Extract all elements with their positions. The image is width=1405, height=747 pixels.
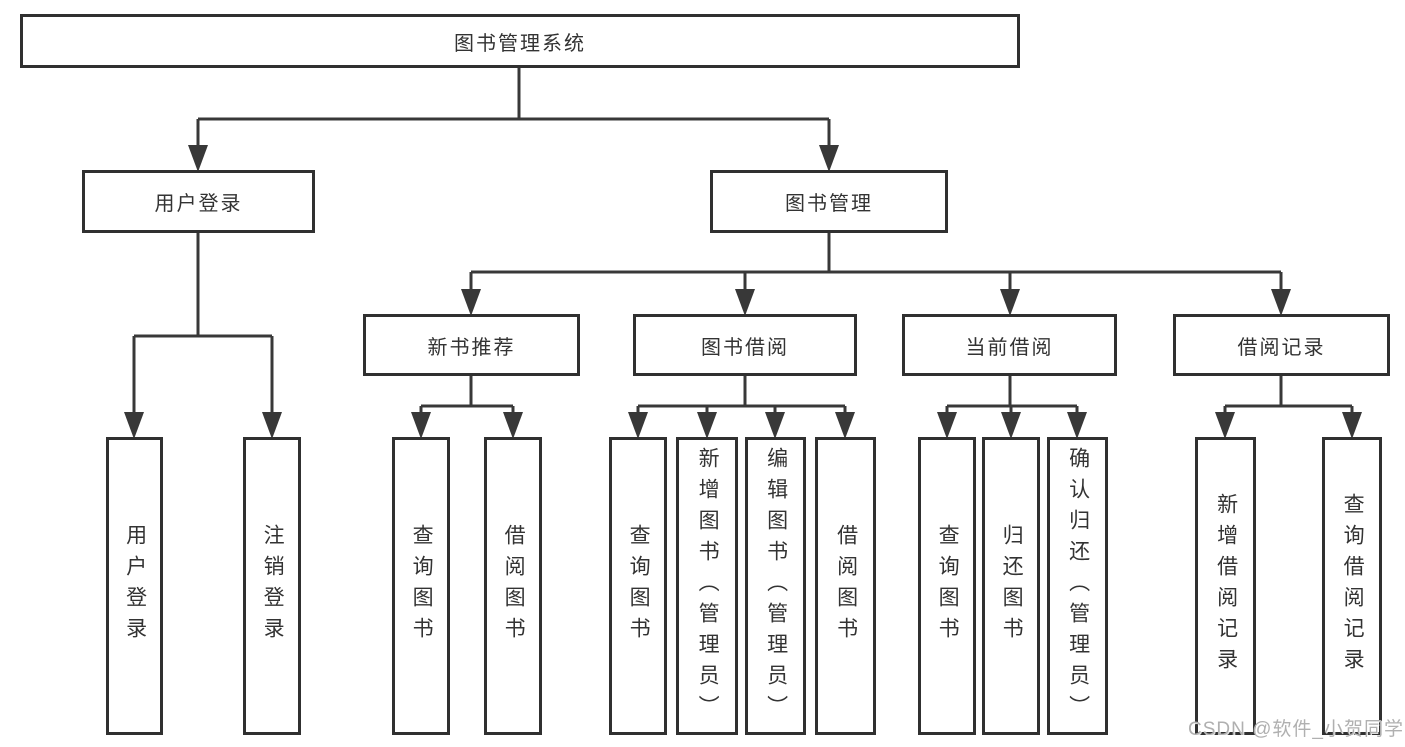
arrow-down-icon bbox=[1215, 412, 1235, 439]
node-label: 借阅图书 bbox=[502, 524, 526, 648]
node-label: 图书借阅 bbox=[701, 336, 789, 359]
arrow-down-icon bbox=[937, 412, 957, 439]
node-leaf-return-book: 归还图书 bbox=[982, 437, 1040, 735]
node-leaf-borrow-books-recommend: 借阅图书 bbox=[484, 437, 542, 735]
node-leaf-borrow-books-borrowing: 借阅图书 bbox=[815, 437, 876, 735]
node-library-management-system: 图书管理系统 bbox=[20, 14, 1020, 68]
node-label: 查询图书 bbox=[936, 524, 960, 648]
arrow-down-icon bbox=[1001, 412, 1021, 439]
node-leaf-query-books-borrowing: 查询图书 bbox=[609, 437, 667, 735]
node-leaf-add-book-admin: 新增图书（管理员） bbox=[676, 437, 738, 735]
arrow-down-icon bbox=[1271, 289, 1291, 316]
arrow-down-icon bbox=[628, 412, 648, 439]
node-label: 图书管理系统 bbox=[454, 32, 586, 55]
node-label: 编辑图书（管理员） bbox=[764, 446, 788, 726]
arrow-down-icon bbox=[819, 145, 839, 172]
arrow-down-icon bbox=[835, 412, 855, 439]
arrow-down-icon bbox=[262, 412, 282, 439]
node-new-book-recommendation: 新书推荐 bbox=[363, 314, 580, 376]
arrow-down-icon bbox=[503, 412, 523, 439]
node-label: 图书管理 bbox=[785, 193, 873, 215]
node-borrowing-records: 借阅记录 bbox=[1173, 314, 1390, 376]
arrow-down-icon bbox=[461, 289, 481, 316]
arrow-down-icon bbox=[697, 412, 717, 439]
arrow-down-icon bbox=[411, 412, 431, 439]
node-leaf-user-login: 用户登录 bbox=[106, 437, 163, 735]
node-label: 新增图书（管理员） bbox=[696, 446, 720, 726]
node-label: 用户登录 bbox=[123, 524, 147, 648]
node-label: 新增借阅记录 bbox=[1214, 493, 1238, 679]
node-label: 当前借阅 bbox=[965, 336, 1054, 359]
node-book-management: 图书管理 bbox=[710, 170, 948, 233]
node-leaf-add-borrow-record: 新增借阅记录 bbox=[1195, 437, 1256, 735]
node-leaf-query-books-current: 查询图书 bbox=[918, 437, 976, 735]
arrow-down-icon bbox=[124, 412, 144, 439]
node-leaf-edit-book-admin: 编辑图书（管理员） bbox=[745, 437, 806, 735]
node-label: 借阅记录 bbox=[1237, 336, 1326, 359]
node-label: 借阅图书 bbox=[834, 524, 858, 648]
node-label: 确认归还（管理员） bbox=[1066, 446, 1090, 726]
arrow-down-icon bbox=[1067, 412, 1087, 439]
arrow-down-icon bbox=[1342, 412, 1362, 439]
node-book-borrowing: 图书借阅 bbox=[633, 314, 857, 376]
node-label: 用户登录 bbox=[154, 193, 243, 215]
arrow-down-icon bbox=[188, 145, 208, 172]
arrow-down-icon bbox=[1000, 289, 1020, 316]
node-label: 查询图书 bbox=[410, 524, 434, 648]
node-user-login: 用户登录 bbox=[82, 170, 315, 233]
arrow-down-icon bbox=[735, 289, 755, 316]
node-leaf-logout: 注销登录 bbox=[243, 437, 301, 735]
node-label: 注销登录 bbox=[261, 524, 285, 648]
node-label: 归还图书 bbox=[1000, 524, 1024, 648]
csdn-watermark: CSDN @软件_小贺同学 bbox=[1188, 719, 1404, 740]
arrow-down-icon bbox=[765, 412, 785, 439]
node-leaf-query-borrow-record: 查询借阅记录 bbox=[1322, 437, 1382, 735]
node-label: 查询借阅记录 bbox=[1341, 493, 1365, 679]
node-label: 查询图书 bbox=[627, 524, 651, 648]
node-current-borrowing: 当前借阅 bbox=[902, 314, 1117, 376]
node-label: 新书推荐 bbox=[427, 336, 516, 359]
node-leaf-query-books-recommend: 查询图书 bbox=[392, 437, 450, 735]
node-leaf-confirm-return-admin: 确认归还（管理员） bbox=[1047, 437, 1108, 735]
